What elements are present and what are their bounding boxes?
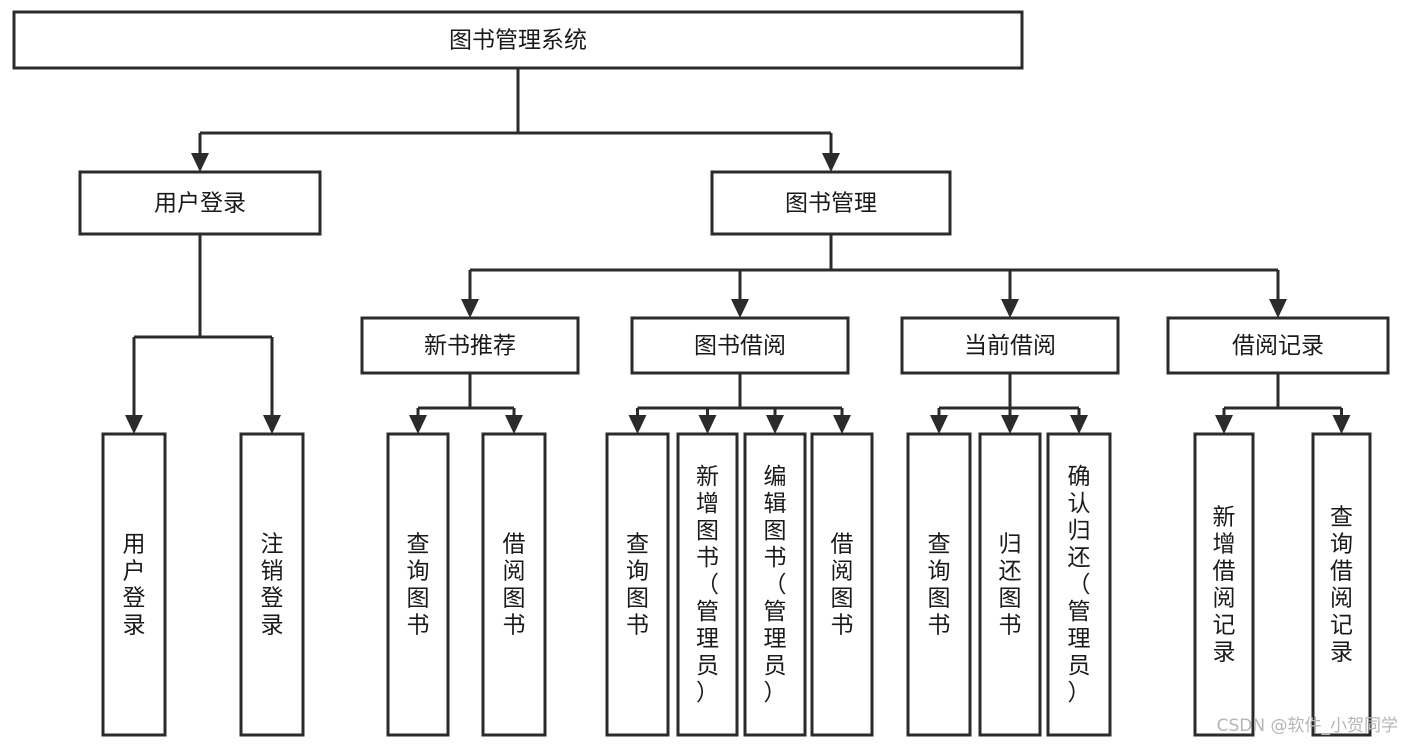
node-label-confirm-return-admin: 确认归还（管理员） [1068, 464, 1091, 706]
node-user-login-leaf[interactable]: 用户登录 [101, 432, 167, 737]
edge-book-borrow-to-add-book-admin-arrowhead [698, 415, 717, 434]
node-label-edit-book-admin: 编辑图书（管理员） [764, 464, 787, 706]
node-box-query-book-2[interactable] [605, 432, 670, 737]
edge-book-borrow-to-borrow-book-2-arrowhead [833, 415, 851, 434]
node-label-query-book-2: 查询图书 [626, 532, 649, 639]
node-edit-book-admin[interactable]: 编辑图书（管理员） [743, 432, 807, 737]
node-box-borrow-book-1[interactable] [481, 432, 547, 737]
node-label-query-book-3: 查询图书 [928, 532, 951, 639]
node-label-return-book: 归还图书 [999, 532, 1022, 639]
node-label-query-borrow-record: 查询借阅记录 [1330, 505, 1353, 666]
node-label-add-borrow-record: 新增借阅记录 [1213, 505, 1236, 666]
node-label-user-login: 用户登录 [154, 191, 246, 217]
edge-book-manage-to-book-borrow-arrowhead [731, 299, 749, 318]
node-box-current-borrow[interactable] [900, 316, 1120, 375]
node-return-book[interactable]: 归还图书 [978, 432, 1042, 737]
node-label-current-borrow: 当前借阅 [964, 333, 1056, 359]
node-label-borrow-book-2: 借阅图书 [831, 532, 854, 639]
node-box-edit-book-admin[interactable] [743, 432, 807, 737]
edge-current-borrow-to-return-book-arrowhead [1001, 415, 1019, 434]
node-add-book-admin[interactable]: 新增图书（管理员） [676, 432, 739, 737]
node-book-manage[interactable]: 图书管理 [710, 170, 952, 236]
edge-book-borrow-to-edit-book-admin-arrowhead [766, 415, 784, 434]
node-label-query-book-1: 查询图书 [407, 532, 430, 639]
node-box-query-book-3[interactable] [906, 432, 972, 737]
node-add-borrow-record[interactable]: 新增借阅记录 [1193, 432, 1255, 737]
node-box-user-login-leaf[interactable] [101, 432, 167, 737]
node-label-new-book-recommend: 新书推荐 [424, 333, 516, 359]
node-box-book-manage[interactable] [710, 170, 952, 236]
node-user-logout-leaf[interactable]: 注销登录 [239, 432, 305, 737]
node-query-book-3[interactable]: 查询图书 [906, 432, 972, 737]
node-box-borrow-record[interactable] [1166, 316, 1390, 375]
node-box-return-book[interactable] [978, 432, 1042, 737]
node-new-book-recommend[interactable]: 新书推荐 [360, 316, 580, 375]
node-current-borrow[interactable]: 当前借阅 [900, 316, 1120, 375]
node-label-borrow-record: 借阅记录 [1232, 333, 1324, 359]
node-book-borrow[interactable]: 图书借阅 [630, 316, 850, 375]
connector-layer [125, 68, 1351, 434]
node-label-root: 图书管理系统 [449, 28, 587, 54]
node-confirm-return-admin[interactable]: 确认归还（管理员） [1046, 432, 1112, 737]
edge-root-to-user-login-arrowhead [191, 153, 209, 172]
node-label-user-login-leaf: 用户登录 [123, 532, 146, 639]
node-borrow-book-2[interactable]: 借阅图书 [810, 432, 874, 737]
node-borrow-record[interactable]: 借阅记录 [1166, 316, 1390, 375]
node-label-book-borrow: 图书借阅 [694, 333, 786, 359]
node-box-user-logout-leaf[interactable] [239, 432, 305, 737]
node-box-add-borrow-record[interactable] [1193, 432, 1255, 737]
node-box-query-borrow-record[interactable] [1311, 432, 1372, 737]
edge-book-manage-to-current-borrow-arrowhead [1001, 299, 1019, 318]
edge-book-manage-to-borrow-record-arrowhead [1269, 299, 1287, 318]
node-query-borrow-record[interactable]: 查询借阅记录 [1311, 432, 1372, 737]
node-box-user-login[interactable] [78, 170, 322, 236]
node-box-borrow-book-2[interactable] [810, 432, 874, 737]
edge-new-book-recommend-to-query-book-1-arrowhead [409, 415, 427, 434]
node-label-book-manage: 图书管理 [785, 191, 877, 217]
edge-book-manage-to-new-book-recommend-arrowhead [461, 299, 479, 318]
node-query-book-2[interactable]: 查询图书 [605, 432, 670, 737]
node-box-add-book-admin[interactable] [676, 432, 739, 737]
edge-book-borrow-to-query-book-2-arrowhead [628, 415, 647, 434]
node-box-book-borrow[interactable] [630, 316, 850, 375]
node-borrow-book-1[interactable]: 借阅图书 [481, 432, 547, 737]
node-layer: 图书管理系统用户登录用户登录注销登录图书管理新书推荐查询图书借阅图书图书借阅查询… [12, 10, 1390, 737]
node-box-query-book-1[interactable] [386, 432, 450, 737]
csdn-watermark: CSDN @软件_小贺同学 [1217, 716, 1398, 736]
node-label-add-book-admin: 新增图书（管理员） [696, 464, 719, 706]
node-box-root[interactable] [12, 10, 1024, 70]
node-box-confirm-return-admin[interactable] [1046, 432, 1112, 737]
node-box-new-book-recommend[interactable] [360, 316, 580, 375]
edge-borrow-record-to-query-borrow-record-arrowhead [1332, 415, 1351, 434]
edge-user-login-to-user-logout-leaf-arrowhead [263, 415, 281, 434]
node-query-book-1[interactable]: 查询图书 [386, 432, 450, 737]
edge-new-book-recommend-to-borrow-book-1-arrowhead [505, 415, 523, 434]
edge-borrow-record-to-add-borrow-record-arrowhead [1215, 415, 1233, 434]
edge-root-to-book-manage-arrowhead [822, 153, 840, 172]
node-label-borrow-book-1: 借阅图书 [503, 532, 526, 639]
node-user-login[interactable]: 用户登录 [78, 170, 322, 236]
node-root[interactable]: 图书管理系统 [12, 10, 1024, 70]
edge-current-borrow-to-query-book-3-arrowhead [930, 415, 948, 434]
node-label-user-logout-leaf: 注销登录 [261, 532, 284, 639]
edge-current-borrow-to-confirm-return-admin-arrowhead [1070, 415, 1088, 434]
edge-user-login-to-user-login-leaf-arrowhead [125, 415, 143, 434]
